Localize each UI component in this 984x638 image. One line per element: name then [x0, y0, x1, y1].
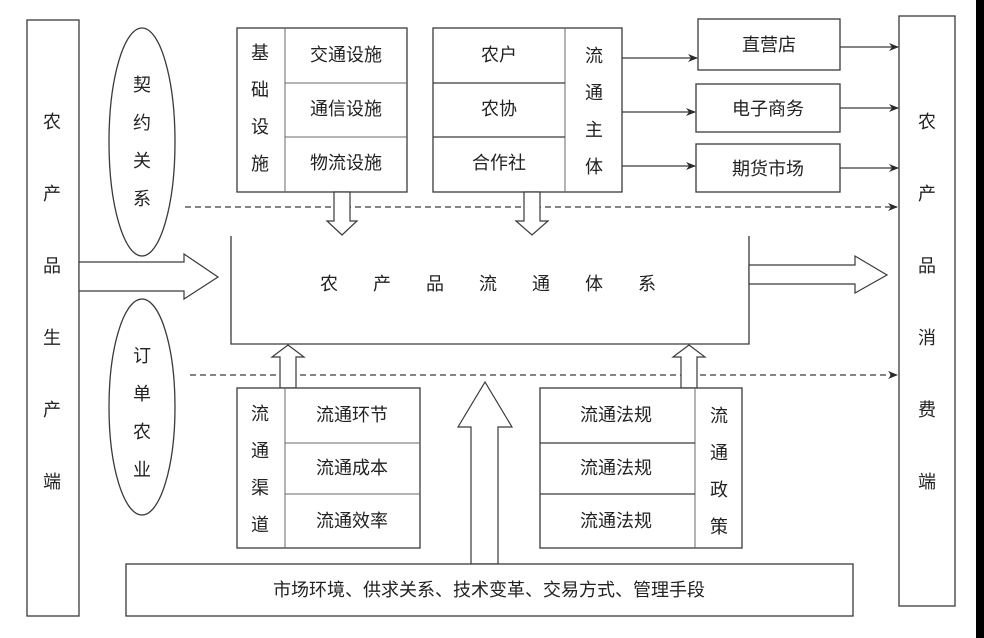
arrow-producer-to-system: [78, 252, 220, 301]
producer-box: [26, 19, 80, 617]
environment-box: [125, 563, 854, 617]
arrow-actors-to-system: [514, 191, 550, 236]
consumer-label-char: 端: [918, 472, 936, 493]
producer-label-char: 生: [43, 328, 61, 349]
image-edge: [976, 0, 984, 638]
actors-char: 通: [585, 83, 603, 104]
contract-relationship-char: 关: [133, 151, 151, 172]
arrow-environment-to-system: [456, 380, 514, 565]
circulation-system-title: 农产品流通体系: [320, 274, 656, 295]
environment-factors: 市场环境、供求关系、技术变革、交易方式、管理手段: [273, 580, 705, 601]
infrastructure-char: 础: [251, 80, 269, 101]
infrastructure-item: 通信设施: [310, 99, 382, 120]
infrastructure-char: 施: [251, 154, 269, 175]
consumer-label-char: 费: [918, 400, 936, 421]
policy-item: 流通法规: [580, 405, 652, 426]
channels-char: 渠: [251, 478, 269, 499]
contract-relationship-ellipse: [108, 27, 176, 257]
policy-box: [539, 387, 743, 549]
policy-char: 流: [710, 406, 728, 427]
circulation-system-title-char: 通: [532, 274, 550, 295]
policy-char: 通: [710, 443, 728, 464]
ecommerce-box: [695, 83, 841, 133]
actor-item: 合作社: [472, 153, 526, 174]
channel-out-label: 期货市场: [732, 159, 804, 180]
circulation-system-title-char: 产: [373, 274, 391, 295]
policy-char: 政: [710, 480, 728, 501]
channels-char: 道: [251, 515, 269, 536]
policy-char: 策: [710, 517, 728, 538]
consumer-box: [898, 15, 956, 607]
policy-item: 流通法规: [580, 511, 652, 532]
channel-out-label: 直营店: [742, 35, 796, 56]
contract-relationship-char: 系: [133, 189, 151, 210]
contract-relationship-char: 约: [133, 113, 151, 134]
order-agriculture-char: 单: [133, 384, 151, 405]
channels-box: [236, 387, 421, 549]
arrow-policy-to-system: [671, 344, 707, 389]
arrow-infra-to-system: [325, 191, 359, 236]
producer-label-char: 端: [43, 472, 61, 493]
contract-relationship-char: 契: [133, 75, 151, 96]
actors-box: [432, 27, 623, 193]
channel-item: 流通成本: [316, 458, 388, 479]
consumer-label-char: 品: [918, 256, 936, 277]
infrastructure-item: 物流设施: [310, 153, 382, 174]
circulation-system-title-char: 农: [320, 274, 338, 295]
channel-out-label: 电子商务: [732, 99, 804, 120]
actors-char: 体: [585, 157, 603, 178]
infrastructure-box: [236, 27, 408, 193]
channel-item: 流通效率: [316, 511, 388, 532]
circulation-system-box: [230, 236, 750, 345]
direct-store-box: [697, 18, 841, 71]
infrastructure-char: 设: [251, 117, 269, 138]
infrastructure-item: 交通设施: [310, 45, 382, 66]
consumer-label-char: 消: [918, 328, 936, 349]
circulation-system-title-char: 流: [479, 274, 497, 295]
actors-char: 主: [585, 120, 603, 141]
producer-label-char: 农: [43, 112, 61, 133]
arrow-system-to-consumer: [748, 254, 889, 295]
producer-label-char: 产: [43, 184, 61, 205]
arrow-channels-to-system: [270, 344, 306, 389]
infrastructure-char: 基: [251, 43, 269, 64]
actors-char: 流: [585, 46, 603, 67]
order-agriculture-char: 订: [133, 346, 151, 367]
actor-item: 农户: [481, 45, 517, 66]
circulation-system-title-char: 系: [638, 274, 656, 295]
channels-char: 通: [251, 441, 269, 462]
order-agriculture-char: 农: [133, 422, 151, 443]
circulation-system-title-char: 品: [426, 274, 444, 295]
order-agriculture-ellipse: [108, 298, 176, 516]
consumer-label-char: 产: [918, 184, 936, 205]
consumer-label-char: 农: [918, 112, 936, 133]
producer-label-char: 品: [43, 256, 61, 277]
policy-item: 流通法规: [580, 458, 652, 479]
channel-item: 流通环节: [316, 405, 388, 426]
actor-item: 农协: [481, 99, 517, 120]
circulation-system-title-char: 体: [585, 274, 603, 295]
order-agriculture-char: 业: [133, 460, 151, 481]
producer-label-char: 产: [43, 400, 61, 421]
channels-char: 流: [251, 404, 269, 425]
